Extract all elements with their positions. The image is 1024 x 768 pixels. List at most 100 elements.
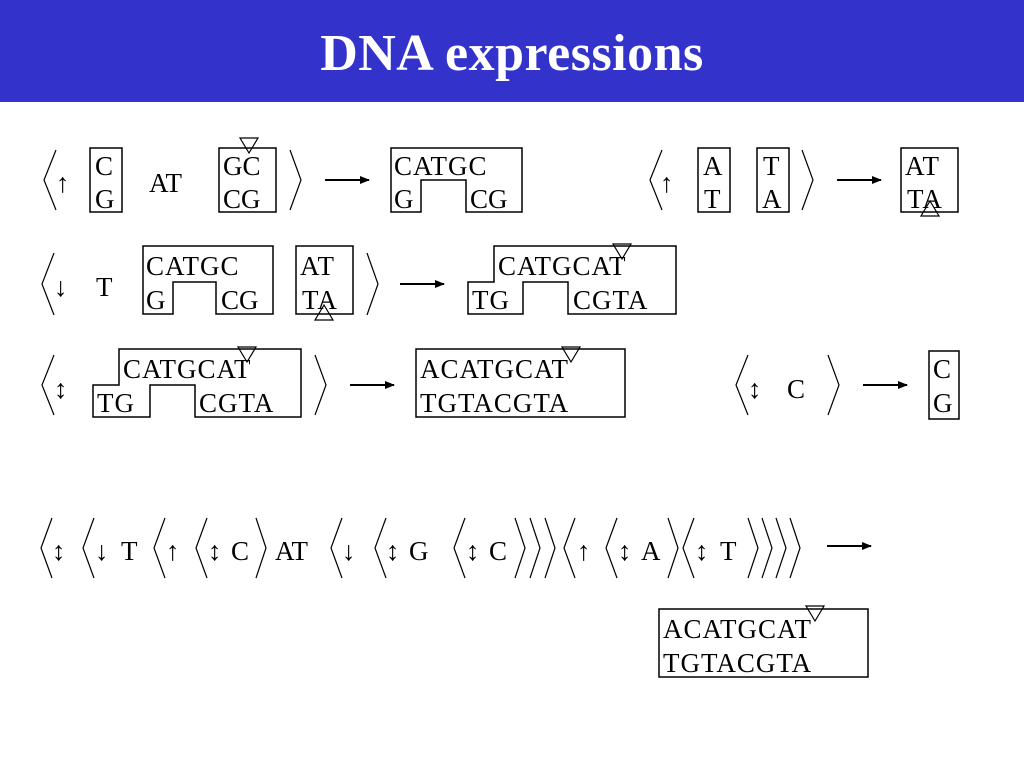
strand-top: CATGC — [146, 251, 240, 281]
strand-bottom: TA — [302, 285, 338, 315]
nick-marker-down — [611, 243, 633, 261]
nucleotide-box — [89, 147, 123, 213]
title-bar: DNA expressions — [0, 0, 1024, 102]
strand-top: C — [95, 151, 113, 181]
updown-arrow: ↕ — [54, 374, 68, 404]
strand-bottom: A — [762, 184, 782, 214]
expression-r1b: ↑ A T T A AT TA — [649, 147, 959, 217]
down-arrow: ↓ — [342, 536, 356, 566]
strand-top: A — [703, 151, 723, 181]
updown-arrow: ↕ — [748, 374, 762, 404]
strand-bottom: T — [704, 184, 721, 214]
nick-marker-down — [560, 346, 582, 364]
angle-left — [41, 354, 55, 416]
angle-right — [775, 517, 787, 579]
expression-r1a: ↑ C G AT GC CG CATGC G CG — [43, 137, 523, 214]
down-arrow: ↓ — [95, 536, 109, 566]
up-arrow: ↑ — [660, 168, 674, 198]
strand-bottom: G — [394, 184, 414, 214]
strand-top: C — [933, 354, 951, 384]
molecule-outline — [415, 348, 626, 418]
strand-bottom: TG — [97, 388, 135, 418]
page-title: DNA expressions — [320, 25, 704, 82]
angle-right — [667, 517, 679, 579]
angle-left — [153, 517, 166, 579]
angle-right — [789, 517, 801, 579]
angle-right — [289, 149, 302, 211]
strand-bottom: TG — [472, 285, 510, 315]
strand-top: AT — [300, 251, 335, 281]
angle-left — [605, 517, 618, 579]
updown-arrow: ↕ — [466, 536, 480, 566]
angle-left — [195, 517, 208, 579]
single-strand: AT — [149, 168, 183, 198]
angle-right — [827, 354, 840, 416]
updown-arrow: ↕ — [52, 536, 66, 566]
strand-top: CATGCAT — [498, 251, 627, 281]
nucleotide-box — [928, 350, 960, 420]
up-arrow: ↑ — [577, 536, 591, 566]
nick-marker-up — [919, 199, 941, 217]
nucleotide-box — [295, 245, 354, 315]
updown-arrow: ↕ — [618, 536, 632, 566]
strand-bottom: TA — [907, 184, 943, 214]
strand-top: GC — [223, 151, 261, 181]
strand-bottom: CG — [221, 285, 259, 315]
molecule-outline — [658, 608, 869, 678]
expression-r3a: ↕ CATGCAT TG CGTA ACATGCAT TGTACGTA — [41, 346, 626, 418]
angle-left — [682, 517, 695, 579]
angle-right — [255, 517, 267, 579]
strand-bottom: CGTA — [573, 285, 648, 315]
single-strand: C — [787, 374, 805, 404]
angle-left — [735, 354, 749, 416]
nick-marker-down — [238, 137, 260, 155]
strand-top: ACATGCAT — [663, 614, 812, 644]
nick-marker-down — [804, 605, 826, 623]
angle-left — [330, 517, 343, 579]
nucleotide-box — [697, 147, 731, 213]
nucleotide-box — [756, 147, 790, 213]
angle-left — [563, 517, 576, 579]
angle-left — [41, 252, 55, 316]
updown-arrow: ↕ — [208, 536, 222, 566]
strand-bottom: CG — [223, 184, 261, 214]
result-molecule: ACATGCAT TGTACGTA — [658, 605, 869, 678]
up-arrow: ↑ — [166, 536, 180, 566]
down-arrow: ↓ — [54, 272, 68, 302]
strand-bottom: G — [146, 285, 166, 315]
angle-right — [747, 517, 759, 579]
strand-top: ACATGCAT — [420, 354, 569, 384]
updown-arrow: ↕ — [386, 536, 400, 566]
single-strand: AT — [275, 536, 309, 566]
molecule-outline — [390, 147, 523, 213]
strand-top: T — [763, 151, 780, 181]
angle-left — [82, 517, 95, 579]
updown-arrow: ↕ — [695, 536, 709, 566]
angle-right — [514, 517, 526, 579]
angle-right — [761, 517, 773, 579]
nick-marker-down — [236, 346, 258, 364]
angle-right — [529, 517, 541, 579]
strand-bottom: G — [933, 388, 953, 418]
angle-right — [801, 149, 814, 211]
angle-left — [453, 517, 466, 579]
strand-bottom: CGTA — [199, 388, 274, 418]
strand-bottom: TGTACGTA — [663, 648, 812, 678]
strand-top: CATGCAT — [123, 354, 252, 384]
angle-right — [314, 354, 327, 416]
nucleotide-box — [900, 147, 959, 213]
single-strand: C — [231, 536, 249, 566]
single-strand: A — [641, 536, 661, 566]
angle-right — [366, 252, 379, 316]
angle-right — [544, 517, 556, 579]
single-strand: T — [96, 272, 113, 302]
nucleotide-box — [218, 147, 277, 213]
angle-left — [43, 149, 57, 211]
molecule-outline — [92, 348, 302, 418]
strand-top: AT — [905, 151, 940, 181]
molecule-outline — [467, 245, 677, 315]
single-strand: T — [720, 536, 737, 566]
nick-marker-up — [313, 303, 335, 321]
angle-left — [40, 517, 53, 579]
